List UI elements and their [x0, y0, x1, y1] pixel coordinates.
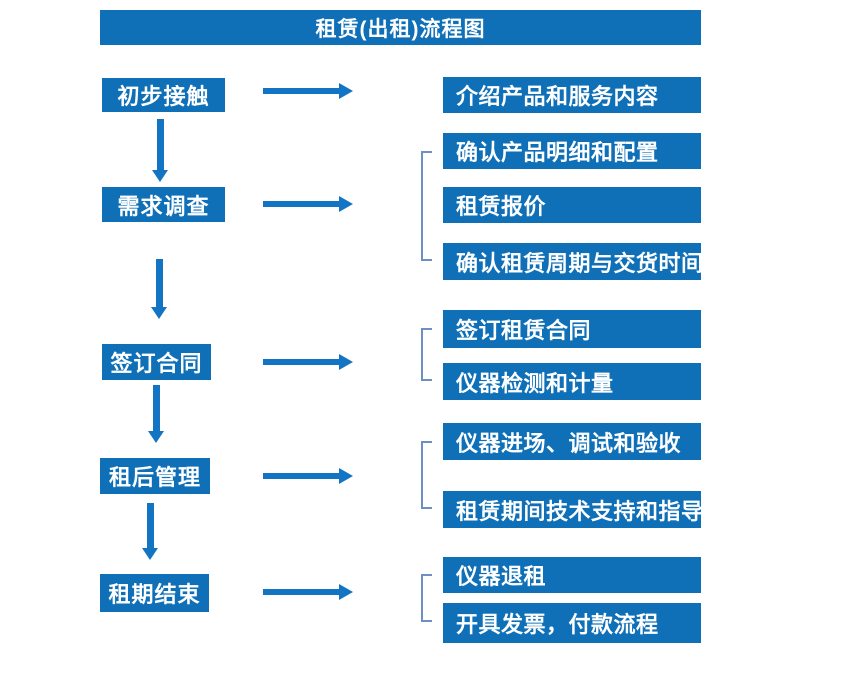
output-box-confirm-product-details: 确认产品明细和配置 — [443, 133, 701, 169]
down-arrow-icon — [151, 259, 167, 319]
right-arrow-icon — [263, 354, 353, 370]
down-arrow-head — [142, 548, 158, 560]
right-arrow-shaft — [263, 88, 339, 94]
step-box-sign-contract: 签订合同 — [102, 344, 211, 380]
down-arrow-shaft — [156, 119, 164, 170]
right-arrow-head — [339, 83, 353, 99]
right-arrow-icon — [263, 468, 353, 484]
output-box-confirm-rental-period: 确认租赁周期与交货时间 — [443, 243, 703, 280]
output-box-invoice-payment: 开具发票，付款流程 — [443, 603, 701, 643]
right-arrow-icon — [263, 196, 353, 212]
output-box-instrument-testing: 仪器检测和计量 — [443, 363, 701, 400]
right-arrow-icon — [263, 584, 353, 600]
step-box-rental-end: 租期结束 — [100, 574, 209, 612]
right-arrow-head — [339, 468, 353, 484]
right-arrow-shaft — [263, 201, 339, 207]
right-arrow-shaft — [263, 359, 339, 365]
output-box-rental-quotation: 租赁报价 — [443, 187, 701, 223]
right-arrow-icon — [263, 83, 353, 99]
output-box-instrument-arrival: 仪器进场、调试和验收 — [443, 423, 701, 460]
group-bracket — [421, 441, 432, 509]
output-box-sign-rental-contract: 签订租赁合同 — [443, 310, 701, 348]
down-arrow-icon — [142, 503, 158, 560]
down-arrow-head — [151, 307, 167, 319]
right-arrow-shaft — [263, 589, 339, 595]
flowchart-title: 租赁(出租)流程图 — [100, 10, 701, 45]
down-arrow-shaft — [155, 259, 163, 307]
group-bracket — [421, 574, 432, 622]
right-arrow-head — [339, 354, 353, 370]
down-arrow-icon — [152, 119, 168, 182]
down-arrow-shaft — [146, 503, 154, 548]
output-box-instrument-return: 仪器退租 — [443, 557, 701, 593]
right-arrow-shaft — [263, 473, 339, 479]
output-box-introduce-products: 介绍产品和服务内容 — [443, 77, 701, 113]
down-arrow-head — [148, 431, 164, 443]
down-arrow-head — [152, 170, 168, 182]
step-box-demand-survey: 需求调查 — [102, 187, 225, 222]
down-arrow-icon — [148, 385, 164, 443]
down-arrow-shaft — [152, 385, 160, 431]
step-box-post-rental-management: 租后管理 — [100, 458, 210, 494]
right-arrow-head — [339, 196, 353, 212]
group-bracket — [421, 328, 432, 381]
step-box-initial-contact: 初步接触 — [102, 78, 225, 112]
output-box-technical-support: 租赁期间技术支持和指导 — [443, 491, 703, 528]
right-arrow-head — [339, 584, 353, 600]
group-bracket — [421, 151, 432, 261]
